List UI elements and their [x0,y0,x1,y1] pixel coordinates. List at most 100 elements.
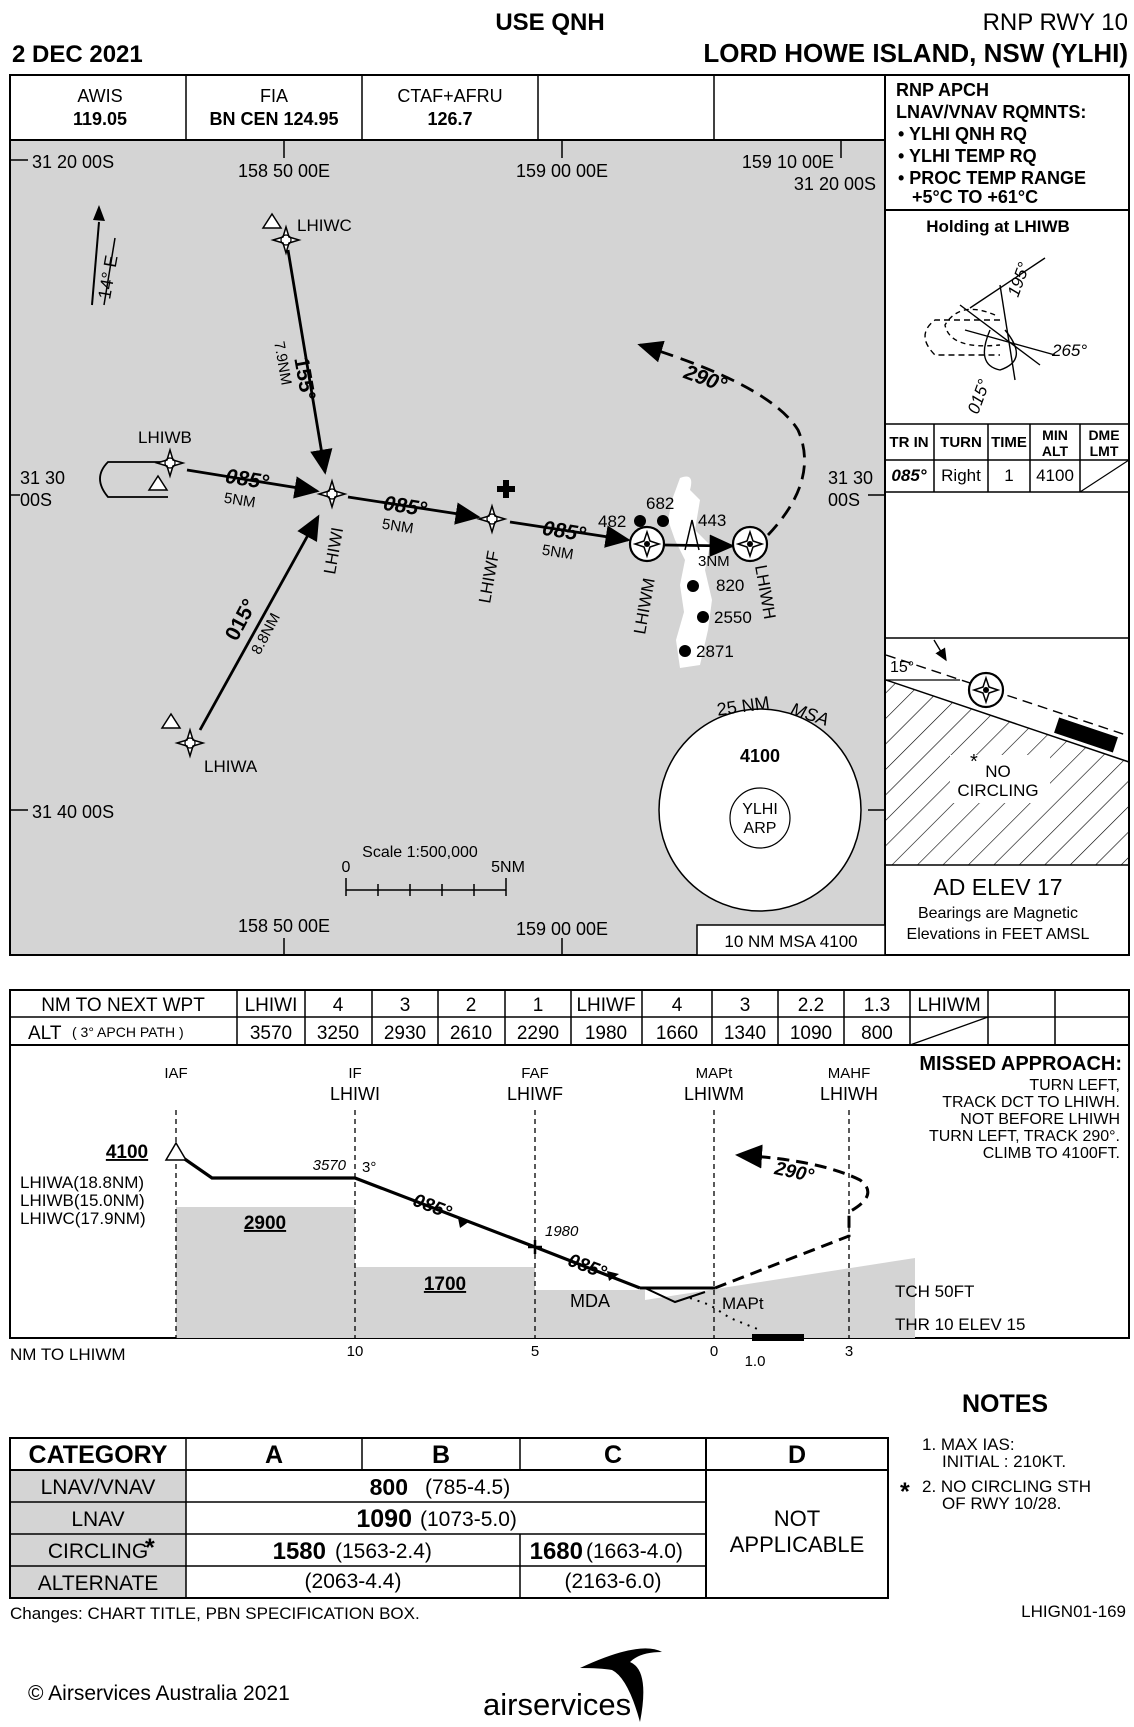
obstacle-symbol [497,480,515,498]
minima-head-c: C [604,1441,622,1469]
fix-faf-wp: LHIWF [507,1084,563,1104]
lon-5000-bottom: 158 50 00E [238,916,330,936]
missed-climb-surface [645,1258,915,1338]
elevations-note: Elevations in FEET AMSL [907,926,1090,943]
minima-circling-label: CIRCLING [48,1540,148,1563]
fix-mapt-wp: LHIWM [684,1084,744,1104]
use-qnh: USE QNH [495,9,604,36]
dist-row1-cell: LHIWF [576,995,635,1016]
dist-row2-cell: 1660 [656,1023,698,1044]
dist-row2-cell: 800 [861,1023,893,1044]
dist-row2-cell: 3250 [317,1023,359,1044]
comm-ctaf-freq: 126.7 [427,109,472,129]
iaf-triangle-wc [261,212,283,229]
arp-line1: YLHI [742,801,778,818]
scale-zero: 0 [342,859,351,876]
pbn-title-1: RNP APCH [896,80,989,100]
procedure-title: RNP RWY 10 [983,9,1128,36]
leg-wi-dist: 5NM [381,516,415,538]
profile-tick-0: 0 [710,1343,718,1360]
profile-thr: THR 10 ELEV 15 [895,1315,1025,1334]
minima-circling-c-detail: (1663-4.0) [586,1540,683,1563]
lon-0000-bottom: 159 00 00E [516,919,608,939]
hold-hdr-lmt: LMT [1090,443,1119,459]
fix-if: IF [348,1065,361,1082]
profile-seg-1700: 1700 [424,1274,466,1295]
spot-820 [687,580,699,592]
hold-hdr-alt: ALT [1042,443,1069,459]
arp-line2: ARP [744,820,777,837]
lighted-obstacle [684,519,700,551]
three-nm-label: 3NM [698,553,730,570]
leg-wf-dist: 5NM [541,542,575,564]
fix-if-wp: LHIWI [330,1084,380,1104]
profile-mapt: MAPt [722,1294,764,1313]
minima-cat-d-1: NOT [774,1506,820,1531]
profile-angle: 3° [362,1159,376,1176]
graticule [11,141,885,954]
minima-cat-d-2: APPLICABLE [730,1532,865,1557]
profile-axis-label: NM TO LHIWM [10,1345,126,1364]
runway-10-28 [1054,717,1118,753]
elev-682: 682 [646,494,674,513]
dist-row1-cell: 3 [400,995,411,1016]
profile-from-wc: LHIWC(17.9NM) [20,1209,146,1228]
lon-5000-top: 158 50 00E [238,161,330,181]
faf-cross [528,1240,542,1254]
profile-tick-1: 1.0 [745,1353,766,1370]
aerodrome-diagram: 15° * NO CIRCLING [885,637,1130,865]
distance-table: NM TO NEXT WPT ALT ( 3° APCH PATH ) [9,989,1130,1046]
dist-row1-cell: 1.3 [864,995,890,1016]
msa-step-2900 [176,1207,355,1338]
copyright: © Airservices Australia 2021 [28,1682,290,1705]
hold-val-alt: 4100 [1036,466,1074,485]
comms-strip: AWIS 119.05 FIA BN CEN 124.95 CTAF+AFRU … [73,75,715,140]
note-2a: 2. NO CIRCLING STH [922,1477,1091,1496]
minima-circling-star: * [145,1534,155,1562]
airport-title: LORD HOWE ISLAND, NSW (YLHI) [703,38,1128,68]
hold-val-time: 1 [1004,466,1013,485]
dist-row2-cell: 2610 [450,1023,492,1044]
lat-4000: 31 40 00S [32,802,114,822]
elev-482: 482 [598,512,626,531]
hold-hdr-time: TIME [991,434,1027,451]
dist-row2-cell: 2930 [384,1023,426,1044]
pbn-item-2: • YLHI TEMP RQ [898,146,1037,166]
scale-five: 5NM [491,859,525,876]
dist-row1-cell: 4 [672,995,683,1016]
missed-line-2: TRACK DCT TO LHIWH. [942,1094,1120,1111]
dist-row1-cell: 2 [466,995,477,1016]
profile-from-wa: LHIWA(18.8NM) [20,1173,144,1192]
minima-lnav-label: LNAV [71,1508,124,1531]
runway-profile [752,1334,804,1341]
no-circling-star: * [970,751,978,773]
profile-tick-5: 5 [531,1343,539,1360]
minima-circling-c-mda: 1680 [530,1538,583,1565]
minima-lnav-detail: (1073-5.0) [420,1508,517,1531]
note-star: * [900,1478,910,1506]
changes-note: Changes: CHART TITLE, PBN SPECIFICATION … [10,1604,420,1623]
pbn-title-2: LNAV/VNAV RQMNTS: [896,102,1086,122]
hold-hdr-dme: DME [1088,427,1119,443]
dist-row1-cell: 1 [533,995,544,1016]
minima-lnavvnav-label: LNAV/VNAV [41,1476,156,1499]
dist-row2-cell: 1340 [724,1023,766,1044]
msa-step-1700 [355,1267,535,1338]
aerodrome-angle: 15° [890,659,914,676]
bearings-note: Bearings are Magnetic [918,905,1078,922]
missed-line-4: TURN LEFT, TRACK 290°. [929,1128,1120,1145]
dist-row1-label: NM TO NEXT WPT [41,995,205,1016]
minima-head-category: CATEGORY [29,1441,168,1469]
elev-443: 443 [698,511,726,530]
lat-2000-right: 31 20 00S [794,174,876,194]
scale-title: Scale 1:500,000 [362,844,478,861]
fix-faf: FAF [521,1065,549,1082]
elev-820: 820 [716,576,744,595]
notes-title: NOTES [962,1390,1048,1418]
minima-head-a: A [265,1441,283,1469]
elev-2550: 2550 [714,608,752,627]
profile-mda: MDA [570,1291,610,1311]
minima-lnavvnav-mda: 800 [370,1474,408,1500]
